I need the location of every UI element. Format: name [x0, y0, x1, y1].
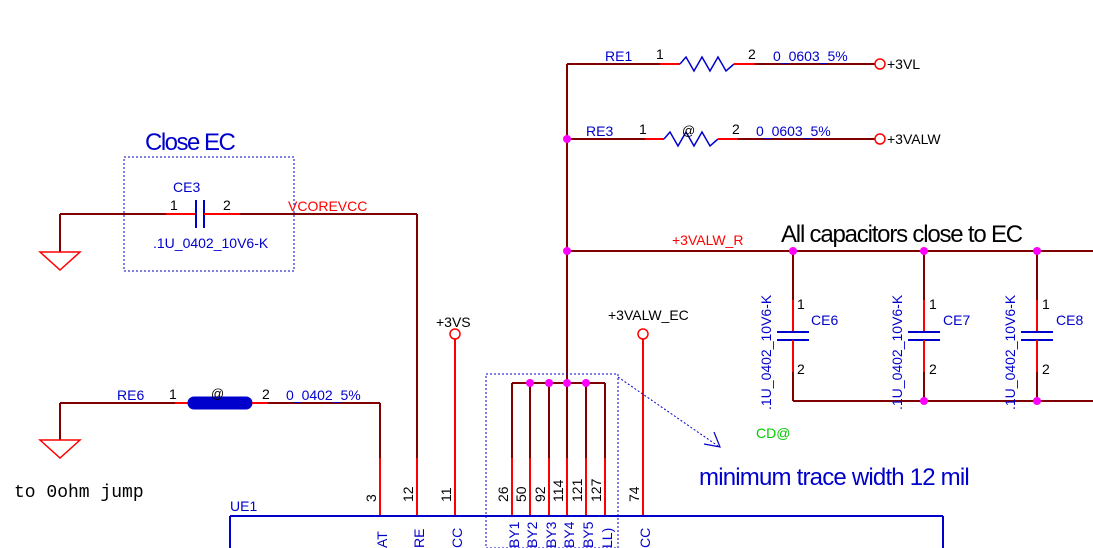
re6-ref: RE6 — [117, 387, 144, 403]
ue1-pin-name: LL) — [599, 528, 615, 548]
ce8-value: .1U_0402_10V6-K — [1002, 294, 1018, 410]
ue1-pin-number: 121 — [569, 478, 585, 502]
by-pins-group-box — [485, 373, 619, 548]
ce6-value: .1U_0402_10V6-K — [758, 294, 774, 410]
ue1-pin-number: 114 — [550, 479, 566, 502]
jump-note: to 0ohm jump — [14, 483, 144, 503]
ue1-pin-name: CC — [637, 528, 653, 548]
re1-resistor — [567, 55, 886, 73]
power-3vs — [449, 328, 461, 516]
ue1-pin-name: BY2 — [524, 521, 540, 548]
re3-resistor — [567, 130, 886, 148]
ce6-pin2: 2 — [797, 361, 805, 377]
ue1-pin-numbers: 3 12 11 26 50 92 114 121 127 74 — [363, 478, 642, 502]
ue1-pin-name: BY5 — [580, 521, 596, 548]
ue1-pin-names: AT RE CC BY1 BY2 BY3 BY4 BY5 LL) CC — [374, 521, 653, 548]
re3-ref: RE3 — [586, 123, 613, 139]
re1-value: 0_0603_5% — [773, 48, 848, 64]
re3-marker: @ — [682, 123, 695, 138]
ue1-pin-number: 127 — [588, 478, 604, 502]
re6-jumper — [60, 396, 381, 458]
ce7-capacitor — [908, 251, 940, 401]
ue1-pin-number: 26 — [495, 486, 511, 502]
net-label-3valw: +3VALW — [887, 131, 941, 147]
ce8-pin2: 2 — [1042, 361, 1050, 377]
junction-dot — [789, 247, 797, 255]
net-label-vcorevcc: VCOREVCC — [288, 198, 367, 214]
junction-dot — [920, 247, 928, 255]
ue1-pin-name: BY3 — [543, 521, 559, 548]
ue1-pin-number: 92 — [532, 486, 548, 502]
net-label-3valw-ec: +3VALW_EC — [608, 307, 689, 323]
re3-pin2: 2 — [732, 121, 740, 137]
re3-pin1: 1 — [639, 121, 647, 137]
re6-value: 0_0402_5% — [286, 387, 361, 403]
net-label-3vl: +3VL — [887, 56, 920, 72]
ce6-capacitor — [777, 251, 809, 401]
ce8-pin1: 1 — [1042, 296, 1050, 312]
ue1-pin-name: CC — [449, 528, 465, 548]
ue1-pin-name: BY4 — [561, 521, 577, 548]
ce6-ref: CE6 — [811, 312, 838, 328]
all-caps-note: All capacitors close to EC — [781, 221, 1023, 248]
ue1-pin-number: 3 — [363, 494, 379, 502]
ue1-chip-body — [229, 515, 944, 548]
junction-dot — [563, 379, 571, 387]
re3-value: 0_0603_5% — [756, 123, 831, 139]
junction-dot — [563, 247, 571, 255]
ue1-pin-stubs — [379, 458, 606, 516]
re6-marker: @ — [211, 386, 224, 401]
ue1-pin-name: AT — [374, 531, 390, 548]
ue1-pin-number: 12 — [400, 486, 416, 502]
junction-dot — [582, 379, 590, 387]
ue1-pin-name: RE — [411, 529, 427, 548]
ce7-value: .1U_0402_10V6-K — [889, 294, 905, 410]
min-trace-arrow — [617, 376, 721, 448]
by-pins-bus — [511, 382, 606, 458]
close-ec-note: Close EC — [145, 129, 236, 156]
ce6-pin1: 1 — [797, 296, 805, 312]
ue1-pin-number: 74 — [626, 486, 642, 502]
ue1-pin-name: BY1 — [506, 521, 522, 548]
ce8-ref: CE8 — [1056, 312, 1083, 328]
re1-pin2: 2 — [748, 46, 756, 62]
junction-dots — [526, 135, 1041, 405]
ce3-pin2: 2 — [223, 197, 231, 213]
junction-dot — [526, 379, 534, 387]
ce7-pin2: 2 — [929, 361, 937, 377]
ce8-capacitor — [1021, 251, 1053, 401]
junction-dot — [920, 397, 928, 405]
close-ec-group-box — [123, 156, 295, 272]
junction-dot — [563, 135, 571, 143]
re1-pin1: 1 — [656, 46, 664, 62]
ce3-pin1: 1 — [170, 197, 178, 213]
net-label-3vs: +3VS — [436, 314, 471, 330]
ce3-capacitor — [60, 200, 417, 228]
cd-at-note: CD@ — [756, 425, 790, 441]
ce3-value: .1U_0402_10V6-K — [153, 235, 269, 251]
ground-symbol-top — [38, 214, 82, 272]
ce7-pin1: 1 — [929, 296, 937, 312]
junction-dot — [1033, 247, 1041, 255]
ce7-ref: CE7 — [943, 312, 970, 328]
re1-ref: RE1 — [605, 48, 632, 64]
min-trace-note: minimum trace width 12 mil — [699, 464, 969, 491]
ce3-ref: CE3 — [173, 179, 200, 195]
re6-pin1: 1 — [169, 386, 177, 402]
re6-pin2: 2 — [262, 386, 270, 402]
ground-symbol-bottom — [38, 403, 82, 460]
net-label-3valw-r: +3VALW_R — [672, 232, 743, 248]
junction-dot — [545, 379, 553, 387]
power-3valw-ec — [637, 328, 649, 516]
ue1-pin-number: 11 — [438, 487, 454, 502]
ue1-pin-number: 50 — [513, 486, 529, 502]
ue1-ref: UE1 — [230, 498, 257, 514]
junction-dot — [1033, 397, 1041, 405]
